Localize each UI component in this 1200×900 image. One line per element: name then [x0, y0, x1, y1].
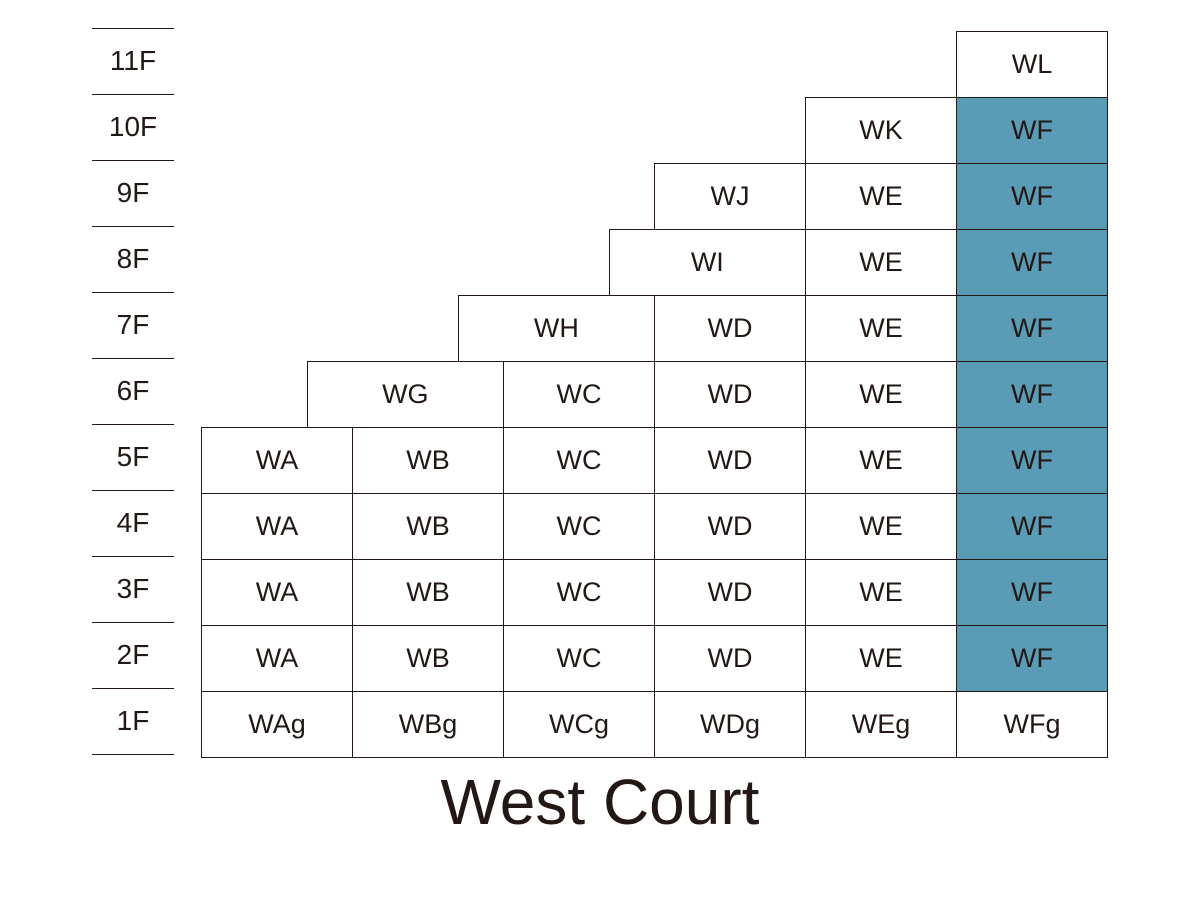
unit-cell-wd-4f: WD: [654, 493, 806, 560]
unit-cell-wc-2f: WC: [503, 625, 655, 692]
unit-cell-wf-3f: WF: [956, 559, 1108, 626]
unit-cell-wa-4f: WA: [201, 493, 353, 560]
unit-cell-we-8f: WE: [805, 229, 957, 296]
floor-divider: [92, 556, 174, 557]
floor-label-3f: 3F: [116, 573, 150, 604]
unit-cell-wj-9f: WJ: [654, 163, 806, 230]
unit-cell-wfg-1f: WFg: [956, 691, 1108, 758]
floor-divider: [92, 358, 174, 359]
unit-cell-wdg-1f: WDg: [654, 691, 806, 758]
unit-cell-wd-7f: WD: [654, 295, 806, 362]
unit-cell-wa-5f: WA: [201, 427, 353, 494]
floor-divider: [92, 622, 174, 623]
floor-label-9f: 9F: [116, 177, 150, 208]
unit-cell-wbg-1f: WBg: [352, 691, 504, 758]
unit-cell-wc-4f: WC: [503, 493, 655, 560]
floor-label-6f: 6F: [116, 375, 150, 406]
unit-cell-we-5f: WE: [805, 427, 957, 494]
unit-cell-we-3f: WE: [805, 559, 957, 626]
floor-divider: [92, 292, 174, 293]
unit-cell-wd-3f: WD: [654, 559, 806, 626]
unit-cell-wc-3f: WC: [503, 559, 655, 626]
floor-divider: [92, 226, 174, 227]
unit-cell-wc-5f: WC: [503, 427, 655, 494]
floor-divider: [92, 160, 174, 161]
unit-cell-wk-10f: WK: [805, 97, 957, 164]
unit-cell-wi-8f: WI: [608, 229, 806, 296]
unit-cell-weg-1f: WEg: [805, 691, 957, 758]
unit-cell-wg-6f: WG: [306, 361, 504, 428]
unit-cell-wf-5f: WF: [956, 427, 1108, 494]
floor-divider: [92, 754, 174, 755]
unit-cell-wb-2f: WB: [352, 625, 504, 692]
unit-cell-wcg-1f: WCg: [503, 691, 655, 758]
unit-cell-wd-6f: WD: [654, 361, 806, 428]
floor-label-8f: 8F: [116, 243, 150, 274]
diagram-title: West Court: [440, 766, 760, 838]
floor-label-7f: 7F: [116, 309, 150, 340]
unit-cell-wc-6f: WC: [503, 361, 655, 428]
floor-divider: [92, 490, 174, 491]
floor-divider: [92, 424, 174, 425]
unit-cell-we-2f: WE: [805, 625, 957, 692]
unit-cell-wb-3f: WB: [352, 559, 504, 626]
unit-cell-we-4f: WE: [805, 493, 957, 560]
unit-cell-wf-8f: WF: [956, 229, 1108, 296]
floor-label-1f: 1F: [116, 705, 150, 736]
unit-cell-wh-7f: WH: [457, 295, 655, 362]
unit-cell-we-6f: WE: [805, 361, 957, 428]
unit-cell-wf-9f: WF: [956, 163, 1108, 230]
unit-cell-wf-7f: WF: [956, 295, 1108, 362]
unit-cell-wb-4f: WB: [352, 493, 504, 560]
unit-cell-we-7f: WE: [805, 295, 957, 362]
floor-label-5f: 5F: [116, 441, 150, 472]
floor-divider: [92, 94, 174, 95]
unit-cell-wf-6f: WF: [956, 361, 1108, 428]
floor-label-10f: 10F: [108, 111, 158, 142]
unit-cell-wag-1f: WAg: [201, 691, 353, 758]
unit-cell-wf-2f: WF: [956, 625, 1108, 692]
floor-divider: [92, 688, 174, 689]
unit-cell-we-9f: WE: [805, 163, 957, 230]
unit-cell-wb-5f: WB: [352, 427, 504, 494]
floor-divider: [92, 28, 174, 29]
unit-cell-wd-5f: WD: [654, 427, 806, 494]
unit-cell-wf-4f: WF: [956, 493, 1108, 560]
unit-cell-wl-11f: WL: [956, 31, 1108, 98]
floor-label-2f: 2F: [116, 639, 150, 670]
unit-cell-wf-10f: WF: [956, 97, 1108, 164]
unit-cell-wa-2f: WA: [201, 625, 353, 692]
floor-label-4f: 4F: [116, 507, 150, 538]
unit-cell-wd-2f: WD: [654, 625, 806, 692]
floor-label-11f: 11F: [109, 45, 157, 76]
unit-cell-wa-3f: WA: [201, 559, 353, 626]
